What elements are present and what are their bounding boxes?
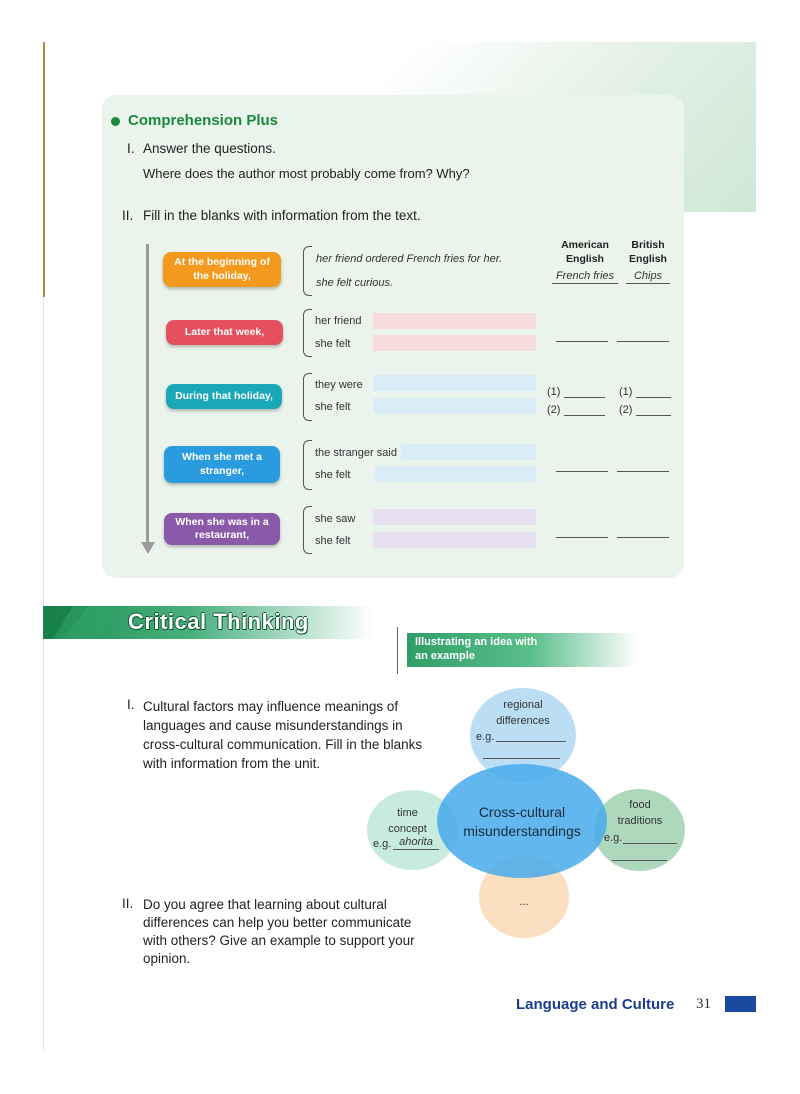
row1-british-underline	[626, 283, 670, 284]
row2-blank2[interactable]	[373, 335, 536, 351]
time-eg: e.g.	[373, 838, 392, 850]
q2-instruction: Fill in the blanks with information from…	[143, 208, 421, 223]
row2-british-blank[interactable]	[617, 341, 669, 342]
stage-pill-during: During that holiday,	[166, 384, 282, 409]
row5-line1: she saw	[315, 513, 356, 525]
brace-icon	[303, 309, 312, 357]
row4-line2: she felt	[315, 469, 351, 481]
page-edge-mark	[43, 42, 45, 297]
row1-british: Chips	[633, 270, 663, 282]
brace-icon	[303, 440, 312, 490]
row5-line2: she felt	[315, 535, 351, 547]
comprehension-title: Comprehension Plus	[128, 112, 279, 129]
time-underline	[393, 849, 439, 850]
brace-icon	[303, 373, 312, 421]
ct-q1-text: Cultural factors may influence meanings …	[143, 699, 423, 771]
row2-blank1[interactable]	[373, 313, 536, 329]
brace-icon	[303, 506, 312, 554]
q1-label: I.	[127, 141, 135, 156]
critical-thinking-title: Critical Thinking	[128, 609, 309, 634]
ct-q2-label: II.	[122, 896, 134, 911]
skill-divider	[397, 627, 398, 674]
footer-unit-title: Language and Culture	[516, 996, 675, 1013]
row3-br-blank2[interactable]	[636, 415, 671, 416]
row3-am-n1: (1)	[547, 386, 561, 398]
ellipsis: ...	[519, 896, 529, 908]
row3-br-blank1[interactable]	[636, 397, 671, 398]
page-number: 31	[696, 996, 711, 1012]
row5-british-blank[interactable]	[617, 537, 669, 538]
row3-blank2[interactable]	[373, 398, 536, 414]
row2-line1: her friend	[315, 315, 362, 327]
row5-american-blank[interactable]	[556, 537, 608, 538]
time-example: ahorita	[399, 836, 433, 848]
row3-br-n2: (2)	[619, 404, 633, 416]
regional-eg: e.g.	[476, 731, 495, 743]
stage-pill-restaurant: When she was in a restaurant,	[164, 513, 280, 545]
food-blank1[interactable]	[623, 843, 677, 844]
stage-pill-stranger: When she met a stranger,	[164, 446, 280, 483]
row3-am-blank2[interactable]	[564, 415, 605, 416]
row4-blank2[interactable]	[375, 466, 536, 482]
row3-br-n1: (1)	[619, 386, 633, 398]
food-eg: e.g.	[604, 832, 623, 844]
food-traditions-circle	[594, 789, 685, 871]
row4-line1: the stranger said	[315, 447, 397, 459]
bullet-icon	[111, 117, 120, 126]
food-blank2[interactable]	[612, 860, 667, 861]
center-circle	[437, 764, 607, 878]
q2-label: II.	[122, 208, 134, 223]
page-margin-line	[43, 42, 44, 1052]
row2-line2: she felt	[315, 338, 351, 350]
row5-blank2[interactable]	[373, 532, 536, 548]
footer-bar	[725, 996, 756, 1012]
ct-q1-label: I.	[127, 697, 135, 712]
row3-line2: she felt	[315, 401, 351, 413]
row3-am-n2: (2)	[547, 404, 561, 416]
row1-american: French fries	[555, 270, 615, 282]
regional-blank1[interactable]	[496, 741, 566, 742]
row3-blank1[interactable]	[373, 375, 536, 391]
timeline-arrow	[146, 244, 149, 546]
row1-line1: her friend ordered French fries for her.	[316, 253, 503, 265]
row1-american-underline	[552, 283, 618, 284]
row3-am-blank1[interactable]	[564, 397, 605, 398]
row1-line2: she felt curious.	[316, 277, 394, 289]
row4-american-blank[interactable]	[556, 471, 608, 472]
stage-pill-beginning: At the beginning of the holiday,	[163, 252, 281, 287]
row4-british-blank[interactable]	[617, 471, 669, 472]
ct-q2-text: Do you agree that learning about cultura…	[143, 897, 415, 966]
decorative-triangles-icon	[43, 606, 123, 639]
timeline-arrow-head-icon	[141, 542, 155, 554]
q1-question: Where does the author most probably come…	[143, 166, 470, 181]
row2-american-blank[interactable]	[556, 341, 608, 342]
row3-line1: they were	[315, 379, 363, 391]
q1-instruction: Answer the questions.	[143, 141, 276, 156]
brace-icon	[303, 246, 312, 296]
row5-blank1[interactable]	[373, 509, 536, 525]
stage-pill-later: Later that week,	[166, 320, 283, 345]
row4-blank1[interactable]	[401, 444, 536, 460]
regional-blank2[interactable]	[483, 758, 560, 759]
